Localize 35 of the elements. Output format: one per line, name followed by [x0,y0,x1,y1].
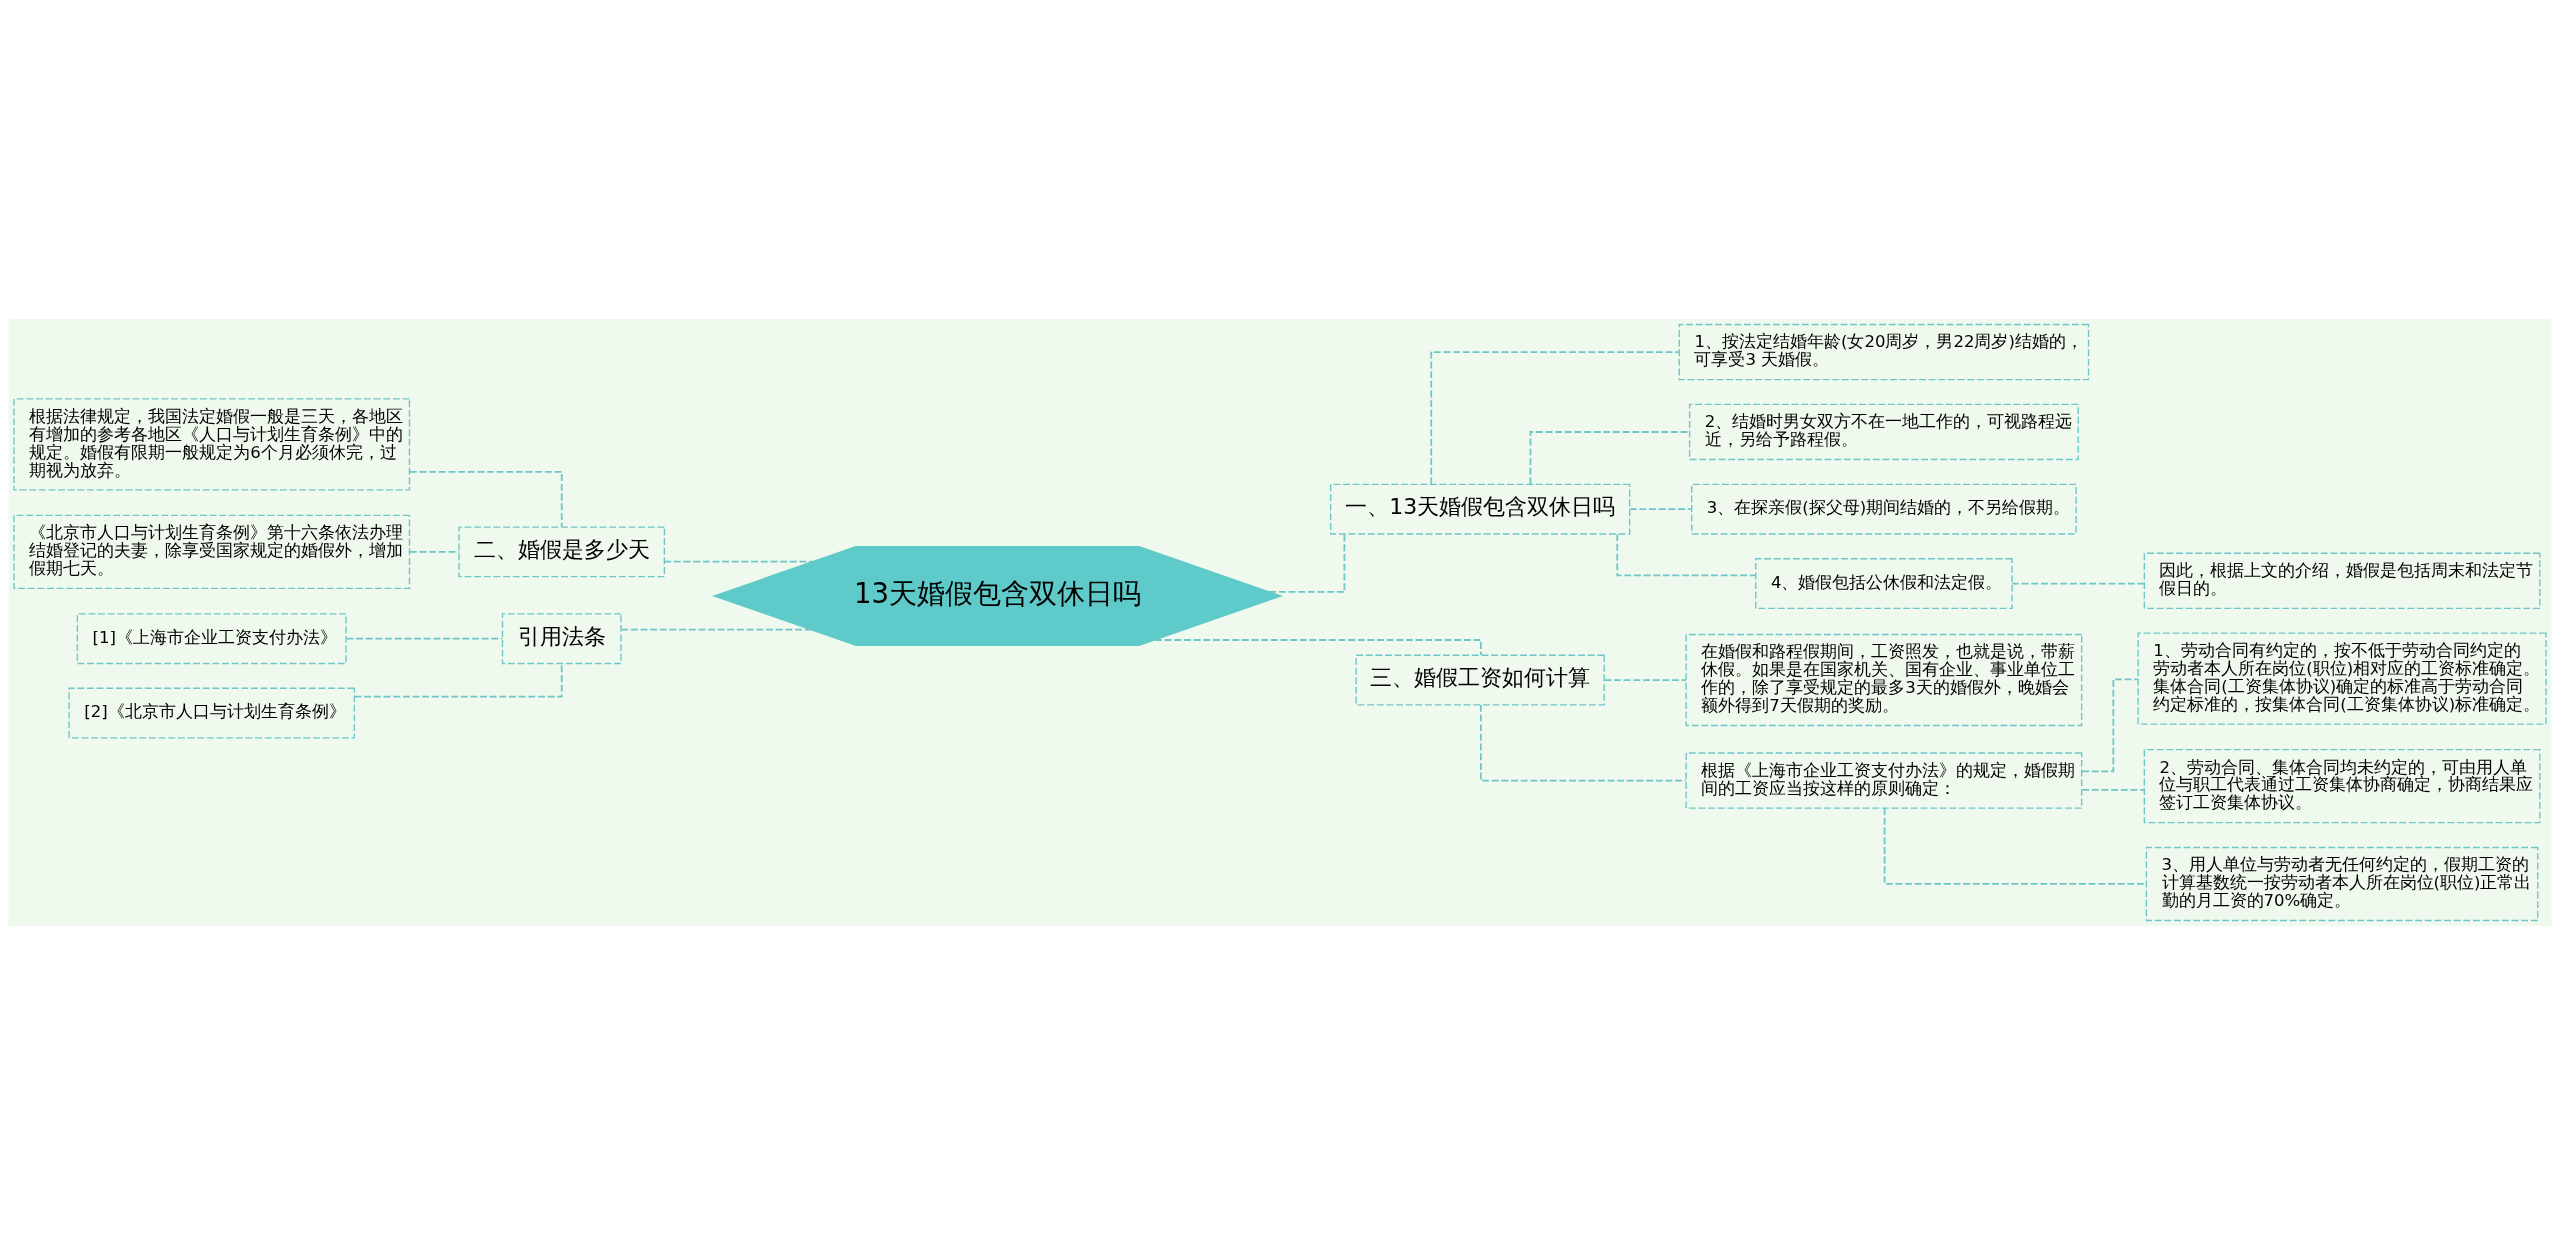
node-box: 根据《上海市企业工资支付办法》的规定，婚假期间的工资应当按这样的原则确定： [1685,752,2083,809]
node-box: 3、用人单位与劳动者无任何约定的，假期工资的计算基数统一按劳动者本人所在岗位(职位)正常出勤的月工资的70%确定。 [2145,846,2539,922]
connector [408,471,563,528]
node-box: 1、按法定结婚年龄(女20周岁，男22周岁)结婚的，可享受3 天婚假。 [1678,323,2090,381]
connector [1603,679,1687,681]
node-box: 三、婚假工资如何计算 [1355,654,1605,706]
node-box: 2、劳动合同、集体合同均未约定的，可由用人单位与职工代表通过工资集体协商确定，协商结果应签订工资集体协议。 [2143,748,2541,824]
node-box: [2]《北京市人口与计划生育条例》 [68,687,356,739]
node-box: 因此，根据上文的介绍，婚假是包括周末和法定节假日的。 [2143,552,2541,610]
connector [345,637,504,640]
connector [1629,508,1693,511]
connector [1479,704,1687,782]
connector [1616,533,1757,577]
connector [1268,533,1346,593]
node-box: 《北京市人口与计划生育条例》第十六条依法办理结婚登记的夫妻，除享受国家规定的婚假外，增加假期七天。 [13,514,411,590]
connector [353,662,563,698]
node-box: 在婚假和路程假期间，工资照发，也就是说，带薪休假。如果是在国家机关、国有企业、事业单位工作的，除了享受规定的最多3天的婚假外，晚婚会额外得到7天假期的奖励。 [1685,633,2083,727]
connector [2011,582,2145,585]
connector [663,560,814,563]
connector [1430,351,1680,486]
node-box: [1]《上海市企业工资支付办法》 [76,613,347,665]
connector [1154,639,1482,656]
node-box: 二、婚假是多少天 [458,526,666,578]
node-box: 4、婚假包括公休假和法定假。 [1755,558,2013,610]
node-box: 1、劳动合同有约定的，按不低于劳动合同约定的劳动者本人所在岗位(职位)相对应的工资标准确定。集体合同(工资集体协议)确定的标准高于劳动合同约定标准的，按集体合同(工资集体协议)标准确定。 [2137,632,2547,725]
connector [2081,788,2146,791]
node-box: 引用法条 [501,613,622,665]
connector [408,551,460,553]
node-box: 3、在探亲假(探父母)期间结婚的，不另给假期。 [1691,483,2077,535]
node-box: 2、结婚时男女双方不在一地工作的，可视路程远近，另给予路程假。 [1688,403,2079,461]
node-box: 根据法律规定，我国法定婚假一般是三天，各地区有增加的参考各地区《人口与计划生育条例》中的规定。婚假有限期一般规定为6个月必须休完，过期视为放弃。 [13,398,411,491]
connector [1883,807,2147,885]
connector [620,628,812,631]
node-box: 一、13天婚假包含双休日吗 [1329,483,1631,535]
connector [1529,431,1691,486]
